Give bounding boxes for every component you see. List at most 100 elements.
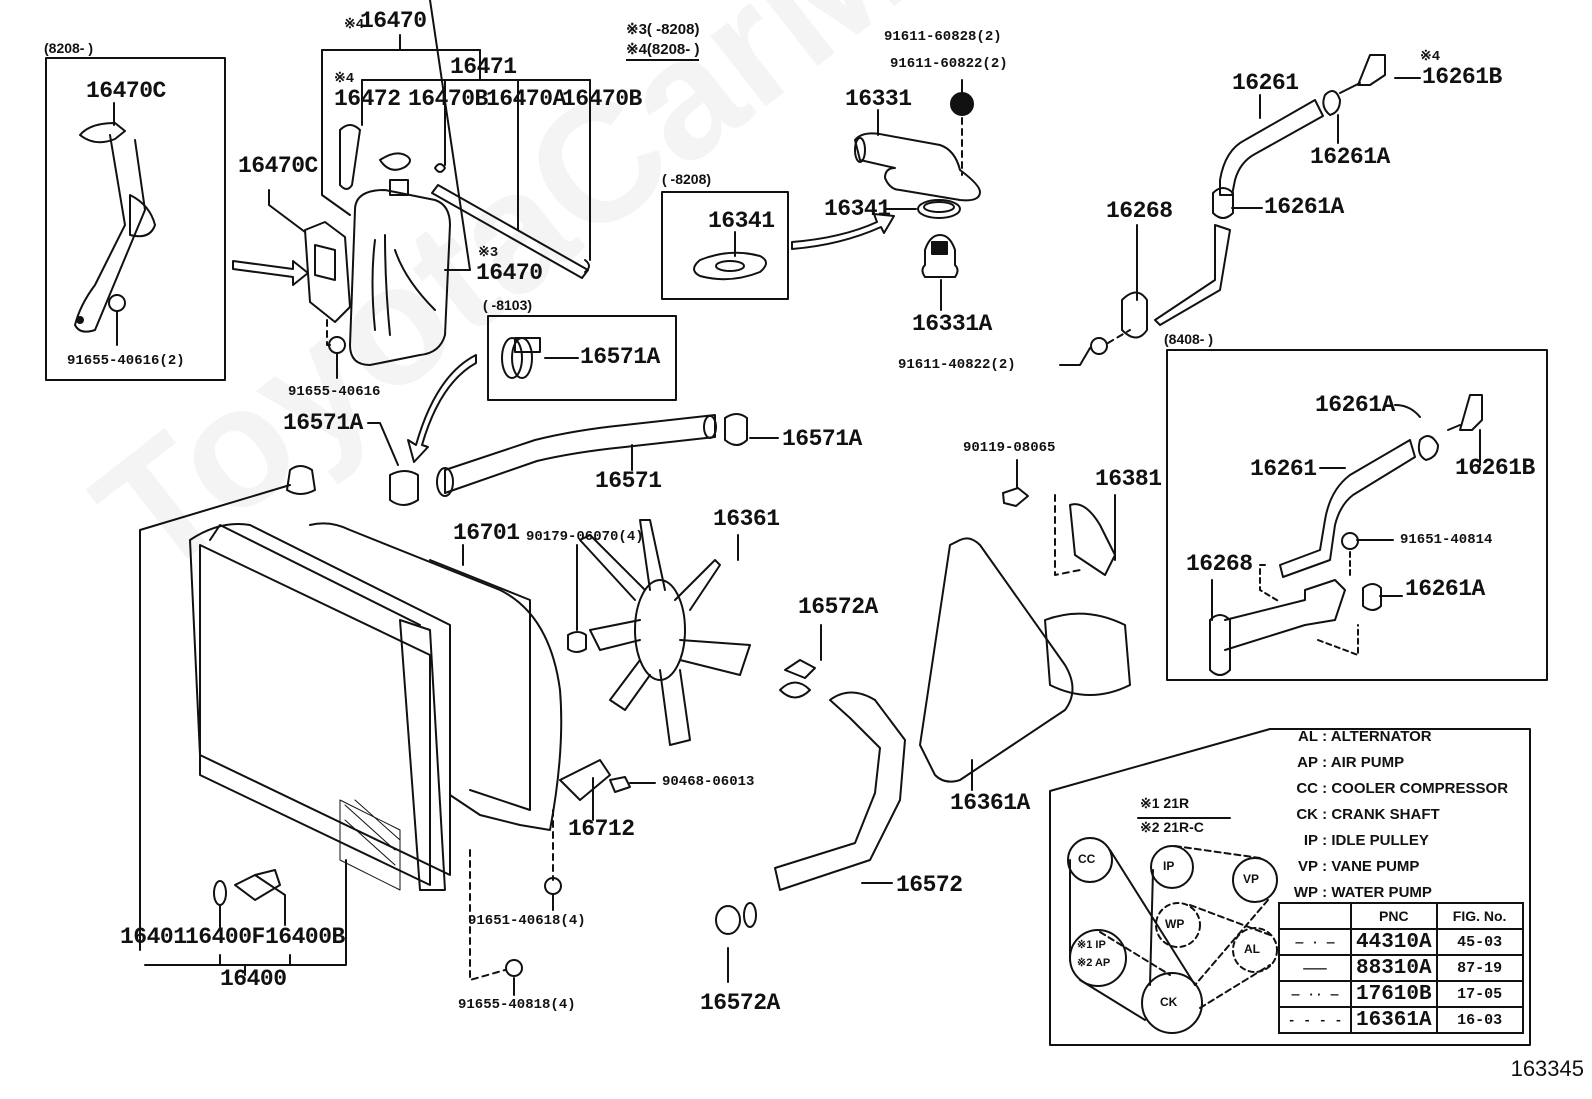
bypass-late-illustration [1209, 394, 1483, 676]
inset-range-gasket: ( -8208) [662, 171, 712, 187]
legend-row: WP : WATER PUMP [1293, 884, 1432, 901]
label-16261a-inset-top[interactable]: 16261A [1315, 392, 1395, 418]
label-16472[interactable]: 16472 [334, 86, 401, 112]
label-16470b-1[interactable]: 16470B [408, 86, 488, 112]
adjust-bolt [1002, 487, 1029, 507]
label-16470a[interactable]: 16470A [486, 86, 566, 112]
label-16470c-mid[interactable]: 16470C [238, 153, 318, 179]
inset-range-bracket: (8208- ) [44, 40, 94, 56]
legend-row: AP : AIR PUMP [1297, 754, 1405, 771]
label-16361a[interactable]: 16361A [950, 790, 1030, 816]
label-16331a[interactable]: 16331A [912, 311, 992, 337]
footnote-4: ※4(8208- ) [626, 42, 700, 61]
arrow-gasket [791, 213, 895, 250]
legend-row: AL : ALTERNATOR [1298, 728, 1432, 745]
figure-id: 163345 [1510, 1056, 1584, 1081]
inset-box-bracket [45, 57, 226, 381]
label-16571a-left[interactable]: 16571A [283, 410, 363, 436]
thermostat-illustration [921, 234, 959, 278]
legend-row: CK : CRANK SHAFT [1296, 806, 1440, 823]
label-bolt-bypass[interactable]: 91611-40822(2) [898, 357, 1016, 373]
pulley-label-ap-alt: ※2 AP [1077, 957, 1111, 969]
label-16331[interactable]: 16331 [845, 86, 912, 112]
note-16470-tank: ※3 [478, 245, 499, 261]
fan-illustration [579, 519, 751, 746]
inset-box-bypass [1166, 349, 1548, 681]
label-nut-90179[interactable]: 90179-06070(4) [526, 529, 644, 545]
pnc-table-header: PNC FIG. No. [1278, 902, 1524, 930]
label-bolt-bypass-inset[interactable]: 91651-40814 [1400, 532, 1493, 548]
pulley-label-wp: WP [1165, 917, 1185, 931]
label-16572[interactable]: 16572 [896, 872, 963, 898]
belt-routing [1067, 837, 1278, 1034]
v-belt [919, 537, 1074, 783]
label-bolt-bracket[interactable]: 91655-40616 [288, 384, 381, 400]
label-outlet-bolt-2[interactable]: 91611-60822(2) [890, 56, 1008, 72]
label-16261a-1[interactable]: 16261A [1310, 144, 1390, 170]
label-16400f[interactable]: 16400F [185, 924, 265, 950]
pulley-label-ip: IP [1163, 859, 1175, 873]
legend-row: IP : IDLE PULLEY [1303, 832, 1429, 849]
label-16712[interactable]: 16712 [568, 816, 635, 842]
note-16261b: ※4 [1420, 49, 1441, 65]
label-16470-assy[interactable]: 16470 [360, 8, 427, 34]
pulley-ck [1141, 972, 1203, 1034]
belt-model-note-1: ※1 21R [1140, 795, 1190, 811]
label-16471[interactable]: 16471 [450, 54, 517, 80]
label-16261a-2[interactable]: 16261A [1264, 194, 1344, 220]
footnote-3: ※3( -8208) [626, 21, 700, 38]
label-clip-90468[interactable]: 90468-06013 [662, 774, 755, 790]
label-16361[interactable]: 16361 [713, 506, 780, 532]
label-16261[interactable]: 16261 [1232, 70, 1299, 96]
label-outlet-bolt-1[interactable]: 91611-60828(2) [884, 29, 1002, 45]
label-16400b[interactable]: 16400B [265, 924, 345, 950]
label-bolt-90119[interactable]: 90119-08065 [963, 440, 1056, 456]
label-16470c-inset[interactable]: 16470C [86, 78, 166, 104]
legend-row: CC : COOLER COMPRESSOR [1296, 780, 1509, 797]
label-bolt-91655[interactable]: 91655-40818(4) [458, 997, 576, 1013]
pulley-wp [1155, 902, 1201, 948]
bracket-16470c-illustration [74, 122, 156, 333]
label-16571a-right[interactable]: 16571A [782, 426, 862, 452]
pulley-label-al: AL [1244, 942, 1260, 956]
bracket-16470c-illustration [304, 221, 351, 323]
label-16571[interactable]: 16571 [595, 468, 662, 494]
reservoir-tank-illustration [339, 124, 590, 366]
label-16470-tank[interactable]: 16470 [476, 260, 543, 286]
label-16400[interactable]: 16400 [220, 966, 287, 992]
leader-16470c-mid [268, 189, 306, 233]
pulley-cc [1067, 837, 1113, 883]
shroud-illustration [309, 522, 563, 831]
label-16261-inset[interactable]: 16261 [1250, 456, 1317, 482]
label-16341[interactable]: 16341 [824, 196, 891, 222]
label-16572a-top[interactable]: 16572A [798, 594, 878, 620]
shroud-lower [559, 759, 611, 801]
label-16381[interactable]: 16381 [1095, 466, 1162, 492]
pnc-table-row: ——— 88310A 87-19 [1278, 954, 1524, 982]
belt-model-note-2: ※2 21R-C [1140, 819, 1204, 835]
label-16341-inset[interactable]: 16341 [708, 208, 775, 234]
pnc-table-row: - - - - 16361A 16-03 [1278, 1006, 1524, 1034]
label-16572a-bottom[interactable]: 16572A [700, 990, 780, 1016]
label-bolt-inset[interactable]: 91655-40616(2) [67, 353, 185, 369]
gasket-ring [917, 199, 961, 219]
label-16261b-inset[interactable]: 16261B [1455, 455, 1535, 481]
label-16268-inset[interactable]: 16268 [1186, 551, 1253, 577]
label-16701[interactable]: 16701 [453, 520, 520, 546]
pnc-table-row: — ·· — 17610B 17-05 [1278, 980, 1524, 1008]
pnc-table: PNC FIG. No. — · — 44310A 45-03 ——— 8831… [1278, 902, 1524, 1034]
bypass-hose-illustration [1121, 54, 1386, 339]
note-16470-assy: ※4 [344, 17, 365, 33]
label-16261a-inset-bottom[interactable]: 16261A [1405, 576, 1485, 602]
label-bolt-91651[interactable]: 91651-40618(4) [468, 913, 586, 929]
drain-gasket [213, 880, 227, 906]
inset-range-bypass: (8408- ) [1164, 331, 1214, 347]
label-16261b[interactable]: 16261B [1422, 64, 1502, 90]
label-16571a-inset[interactable]: 16571A [580, 344, 660, 370]
label-16401[interactable]: 16401 [120, 924, 187, 950]
water-outlet-illustration [854, 132, 981, 202]
label-16268[interactable]: 16268 [1106, 198, 1173, 224]
label-16470b-2[interactable]: 16470B [562, 86, 642, 112]
lower-hose-illustration [743, 691, 906, 928]
